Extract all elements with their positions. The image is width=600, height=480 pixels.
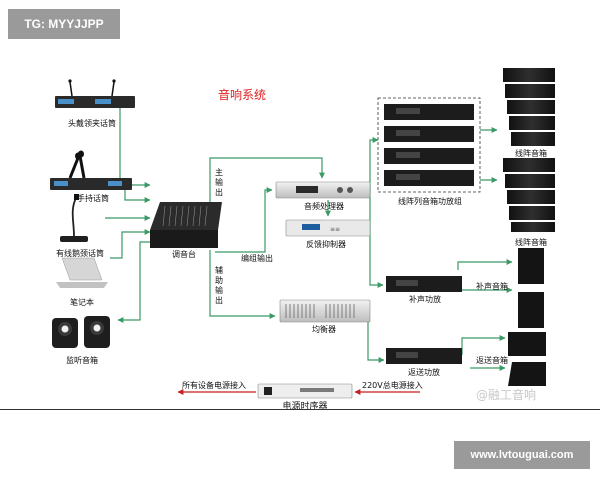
amp-group-frame — [377, 97, 481, 193]
watermark-site-tag: www.lvtouguai.com — [454, 441, 590, 469]
wire-return-amp-to-return-speaker — [461, 335, 506, 355]
label-audio-processor: 音频处理器 — [304, 202, 344, 211]
wire-fill-amp-to-fill-speaker — [457, 259, 513, 270]
label-monitor-speaker: 监听音箱 — [66, 356, 98, 365]
label-group-out: 编组输出 — [241, 254, 273, 263]
label-line-array-speaker-1: 线阵音箱 — [515, 149, 547, 158]
label-line-array-speaker-2: 线阵音箱 — [515, 238, 547, 247]
wire-aux-out — [209, 250, 276, 319]
label-laptop: 笔记本 — [70, 298, 94, 307]
label-fill-amp: 补声功放 — [409, 295, 441, 304]
wire-processor-to-amp-group — [369, 137, 379, 190]
line-array-speaker-2 — [503, 158, 555, 232]
return-amp-device — [386, 348, 462, 364]
label-gooseneck-mic: 有线鹅颈话筒 — [56, 249, 104, 258]
label-line-array-amp-group: 线阵列音箱功放组 — [398, 197, 462, 206]
label-power-sequencer: 电源时序器 — [282, 402, 328, 412]
wire-processor-to-fill-amp — [369, 190, 384, 288]
diagram-title: 音响系统 — [218, 88, 267, 102]
label-mains-power: 220V总电源接入 — [362, 381, 423, 390]
label-handheld-mic: 手持话筒 — [77, 194, 109, 203]
wire-main-out — [209, 157, 325, 210]
label-aux-out: 辅助输出 — [215, 266, 223, 305]
wire-mixer-to-monitor — [117, 241, 150, 323]
headset-mic-device — [55, 79, 135, 108]
label-feedback-suppressor: 反馈抑制器 — [306, 240, 346, 249]
fill-amp-device — [386, 276, 462, 292]
wire-handheld-to-mixer — [124, 190, 151, 203]
label-equalizer: 均衡器 — [312, 325, 336, 334]
wire-group-out — [215, 187, 273, 253]
return-speaker-device — [508, 332, 546, 386]
label-fill-speaker: 补声音箱 — [476, 282, 508, 291]
svg-text:≡≡: ≡≡ — [330, 226, 340, 233]
label-return-speaker: 返送音箱 — [476, 356, 508, 365]
line-array-speaker-1 — [503, 68, 555, 146]
label-all-devices-power: 所有设备电源接入 — [182, 381, 246, 390]
power-sequencer-device — [257, 383, 353, 399]
monitor-speakers-device — [52, 316, 110, 348]
bottom-divider — [0, 409, 600, 410]
laptop-device — [56, 257, 108, 288]
feedback-suppressor-device: ≡≡ — [285, 219, 371, 237]
line-array-amp-stack — [384, 104, 474, 186]
gooseneck-mic-device — [60, 194, 88, 242]
handheld-mic-device — [50, 150, 132, 190]
equalizer-device — [279, 299, 371, 323]
wire-equalizer-to-return-amp — [367, 318, 385, 363]
label-return-amp: 返送功放 — [408, 368, 440, 377]
label-headset-mic: 头戴领夹话筒 — [68, 119, 116, 128]
wire-headset-to-mixer — [119, 108, 151, 188]
wire-laptop-to-mixer — [110, 229, 151, 259]
audio-processor-device — [275, 181, 371, 199]
watermark-corner: @融工音响 — [476, 388, 537, 402]
fill-speaker-device — [518, 248, 544, 328]
label-main-out: 主输出 — [215, 168, 223, 197]
watermark-top-tag: TG: MYYJJPP — [8, 9, 120, 39]
label-mixer: 调音台 — [172, 250, 196, 259]
mixer-device — [150, 202, 222, 248]
